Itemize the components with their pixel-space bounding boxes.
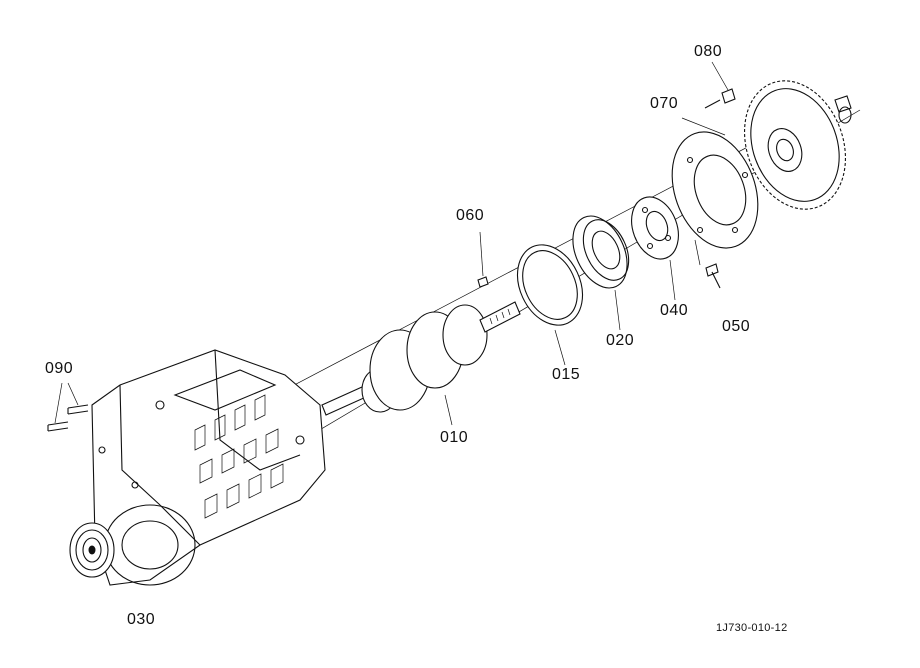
label-010: 010 [440,429,469,446]
label-050: 050 [722,318,751,335]
label-015: 015 [552,366,581,383]
part-090-studs [47,382,89,432]
label-040: 040 [660,302,689,319]
part-040-retainer [631,196,679,301]
part-020-bearing [572,215,630,331]
part-070-plate [671,117,759,249]
label-030: 030 [127,611,156,628]
drive-gear [744,80,852,210]
drawing-reference: 1J730-010-12 [716,622,788,634]
part-015-seal [516,244,584,366]
label-020: 020 [606,332,635,349]
part-080-bolt [704,61,736,109]
part-030-bearing [69,522,115,578]
label-070: 070 [650,95,679,112]
label-080: 080 [694,43,723,60]
label-090: 090 [45,360,74,377]
part-060-key [477,231,489,288]
part-050-bolt [694,239,721,289]
label-060: 060 [456,207,485,224]
part-010-crankshaft [321,301,521,426]
crankcase-housing [91,349,326,586]
